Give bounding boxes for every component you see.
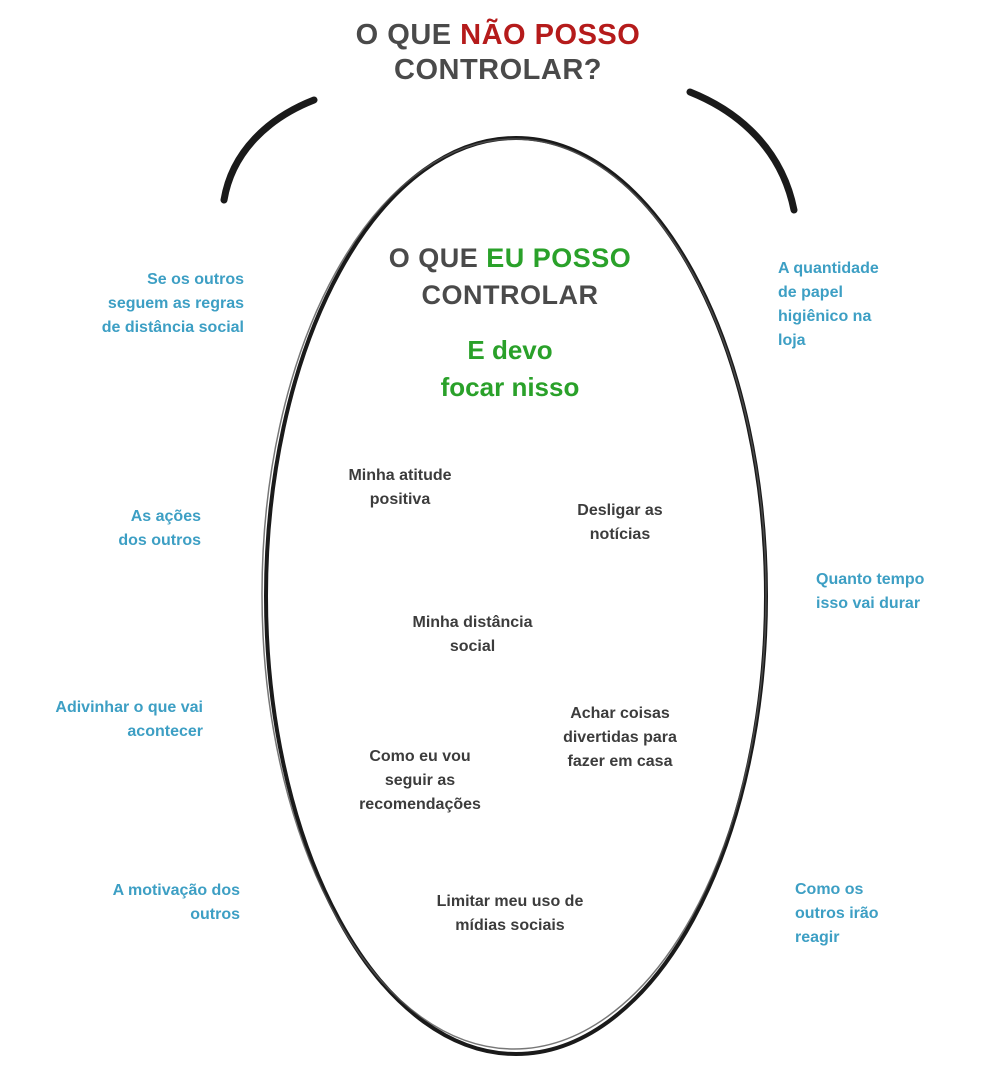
- outside-item-toilet-paper: A quantidade de papel higiênico na loja: [778, 260, 879, 349]
- outside-item-guess-future: Adivinhar o que vai acontecer: [55, 699, 203, 740]
- outer-arc-left: [220, 96, 318, 204]
- inside-item-social-distance: Minha distância social: [412, 614, 533, 655]
- outside-item-how-long: Quanto tempo isso vai durar: [816, 571, 925, 612]
- inner-oval-sketch: [261, 138, 767, 1050]
- inner-question-title: O QUE EU POSSO CONTROLAR: [330, 240, 690, 314]
- focus-line-2: focar nisso: [440, 372, 580, 402]
- outer-title-line2: CONTROLAR?: [394, 54, 602, 86]
- outer-question-title: O QUE NÃO POSSO CONTROLAR?: [298, 18, 698, 88]
- inside-item-turn-off-news: Desligar as notícias: [577, 502, 663, 543]
- focus-line-1: E devo: [467, 335, 553, 365]
- inside-item-attitude: Minha atitude positiva: [348, 467, 452, 508]
- inner-title-prefix: O QUE: [388, 243, 487, 273]
- outer-arc-right: [686, 88, 798, 214]
- outer-title-prefix: O QUE: [355, 19, 461, 51]
- inside-item-follow-recommendations: Como eu vou seguir as recomendações: [359, 748, 481, 813]
- outside-item-others-reaction: Como os outros irão reagir: [795, 881, 879, 946]
- outside-item-others-follow-rules: Se os outros seguem as regras de distânc…: [101, 271, 244, 336]
- outer-title-highlight: NÃO POSSO: [460, 19, 641, 51]
- focus-statement: E devo focar nisso: [380, 332, 640, 406]
- inner-title-line2: CONTROLAR: [421, 280, 599, 310]
- outside-item-others-actions: As ações dos outros: [118, 508, 201, 549]
- inner-title-highlight: EU POSSO: [486, 243, 632, 273]
- inside-item-limit-social-media: Limitar meu uso de mídias sociais: [436, 893, 584, 934]
- outside-item-others-motivation: A motivação dos outros: [112, 882, 240, 923]
- inside-item-fun-at-home: Achar coisas divertidas para fazer em ca…: [563, 705, 677, 770]
